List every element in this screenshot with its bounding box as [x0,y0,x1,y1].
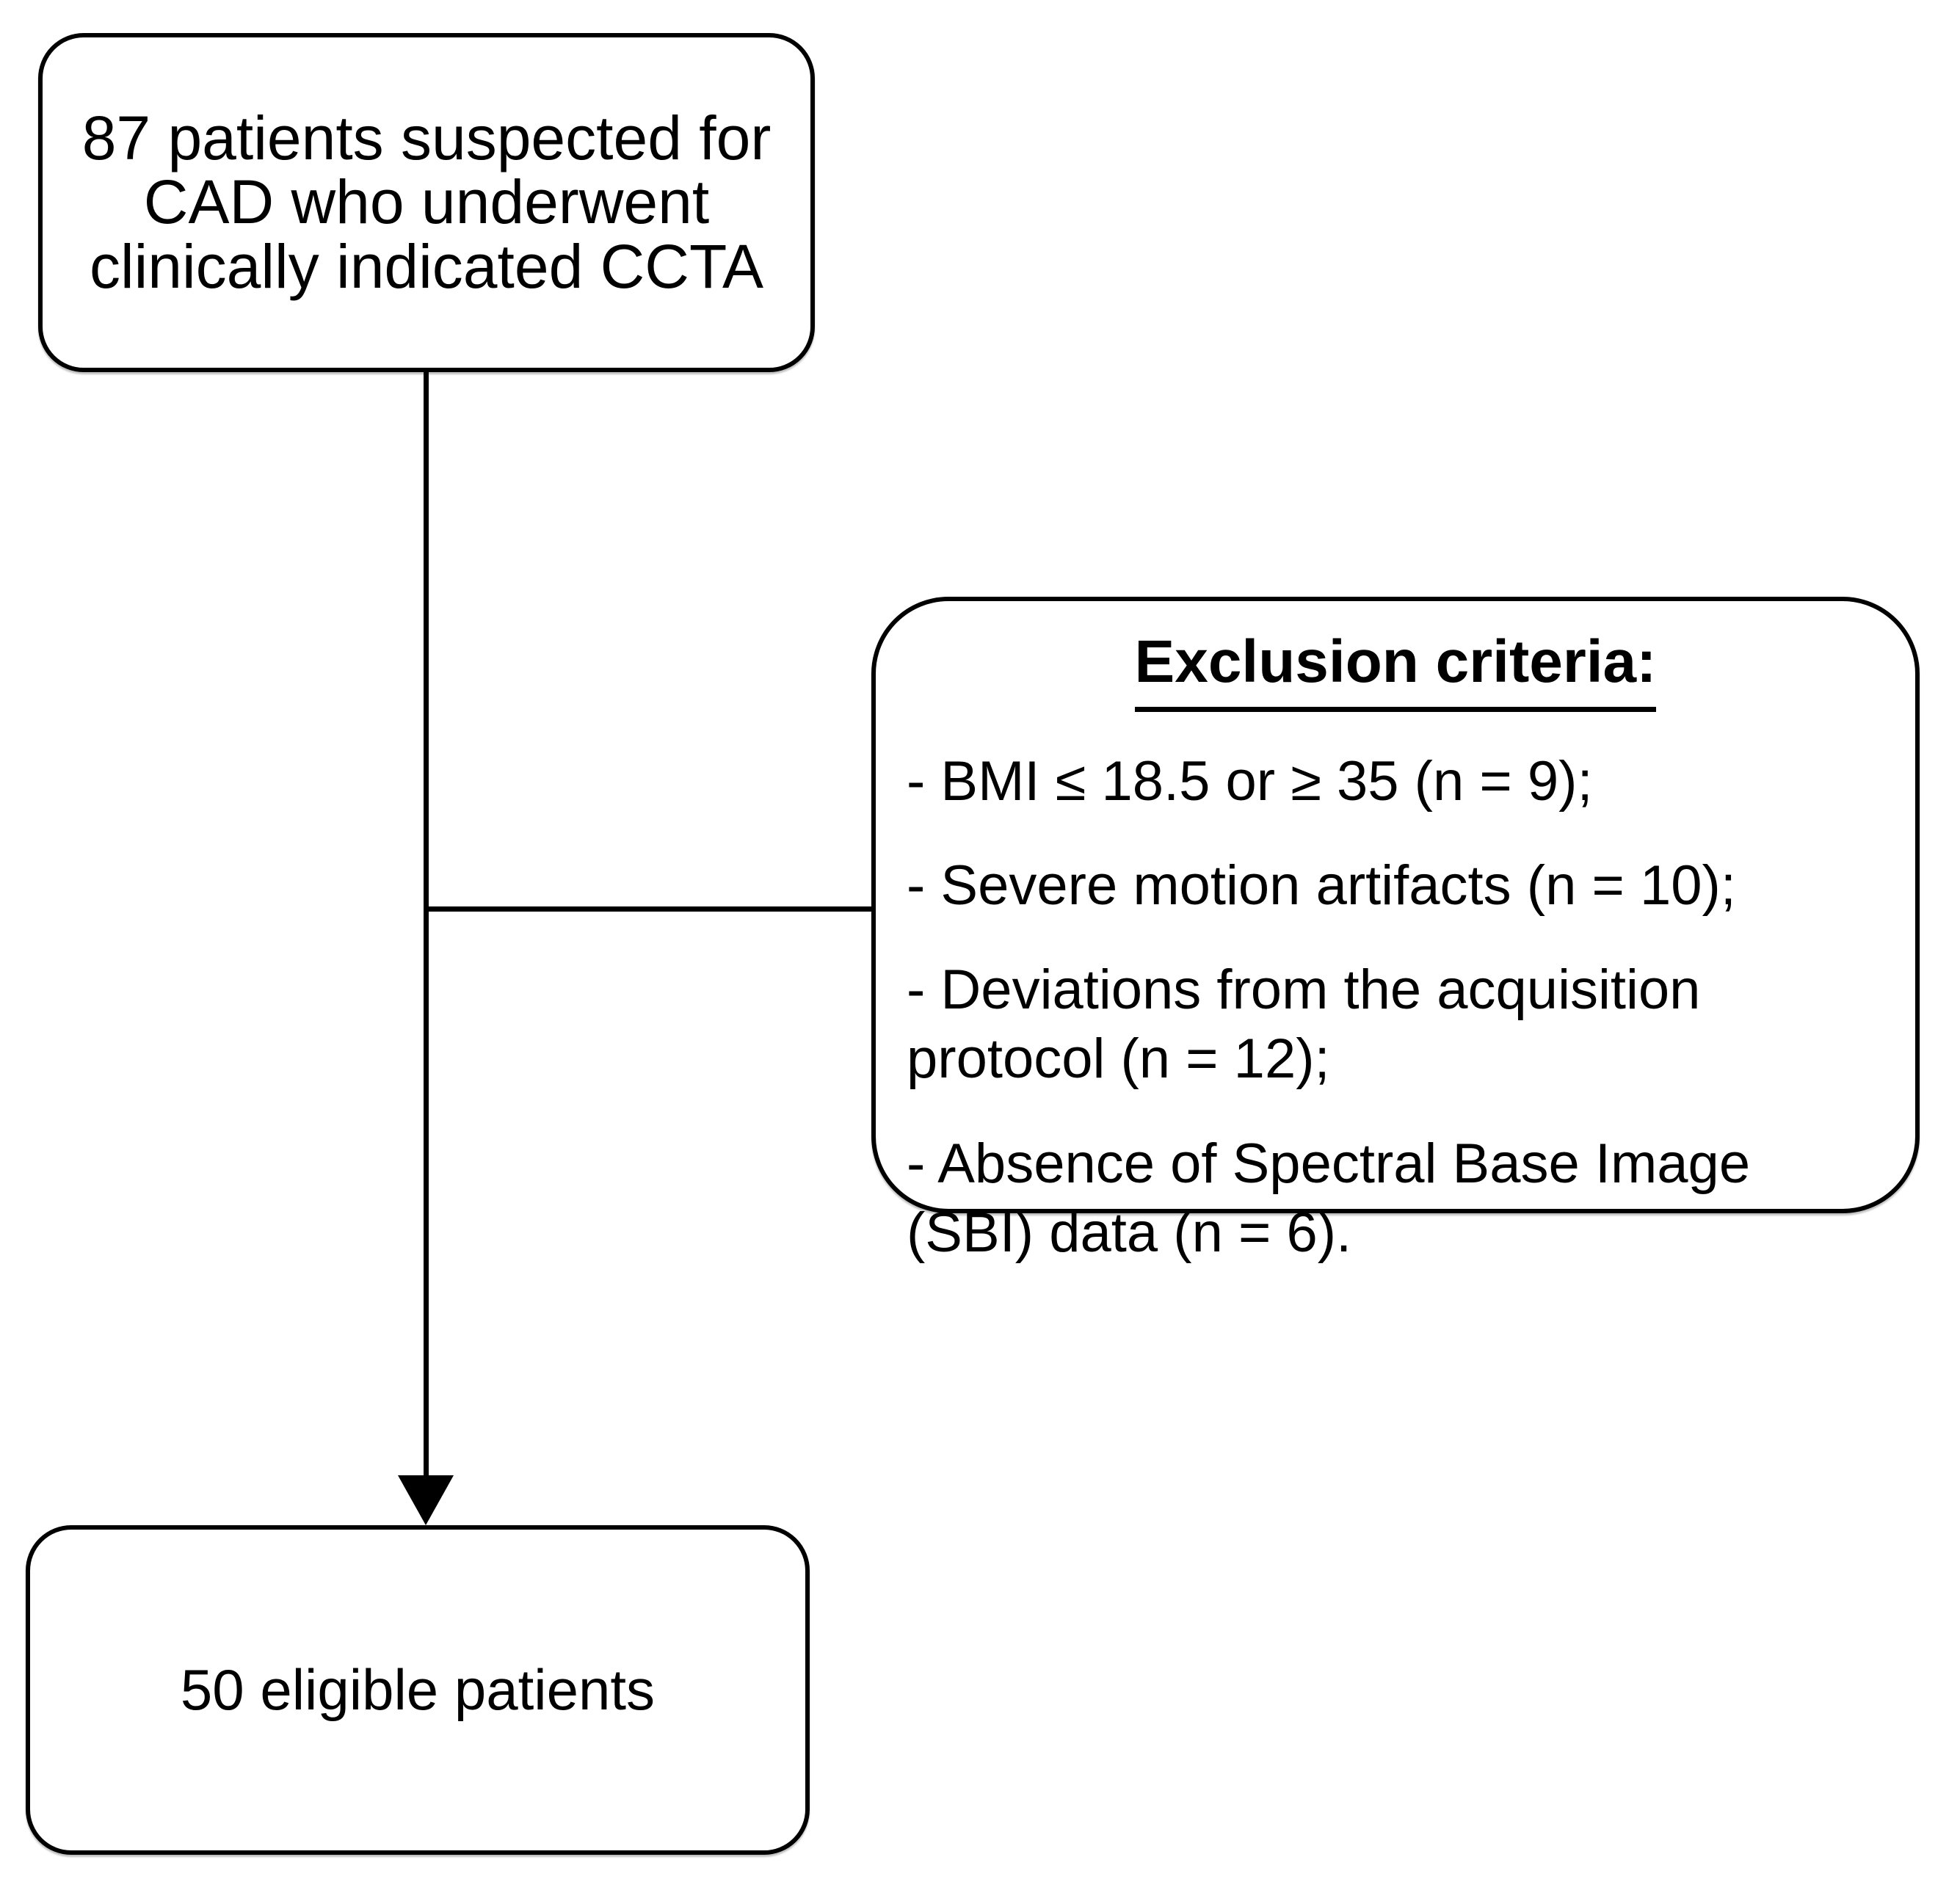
exclusion-item-motion-artifacts: - Severe motion artifacts (n = 10); [907,854,1736,917]
initial-cohort-box: 87 patients suspected for CAD who underw… [38,33,815,372]
eligible-patients-text: 50 eligible patients [180,1657,656,1722]
exclusion-title-row: Exclusion criteria: [907,625,1884,712]
initial-cohort-text: 87 patients suspected for CAD who underw… [81,103,772,301]
exclusion-criteria-box: Exclusion criteria: - BMI ≤ 18.5 or ≥ 35… [871,597,1920,1264]
arrow-down-icon [398,1475,454,1525]
flow-line-vertical [424,372,429,1479]
exclusion-item-bmi: - BMI ≤ 18.5 or ≥ 35 (n = 9); [907,749,1593,813]
flow-line-branch-to-exclusion [426,906,871,912]
exclusion-title: Exclusion criteria: [1134,625,1657,712]
exclusion-item-protocol-deviations: - Deviations from the acquisition protoc… [907,959,1701,1091]
exclusion-item-sbi-absence: - Absence of Spectral Base Image (SBI) d… [907,1132,1751,1264]
eligible-patients-box: 50 eligible patients [26,1525,810,1855]
